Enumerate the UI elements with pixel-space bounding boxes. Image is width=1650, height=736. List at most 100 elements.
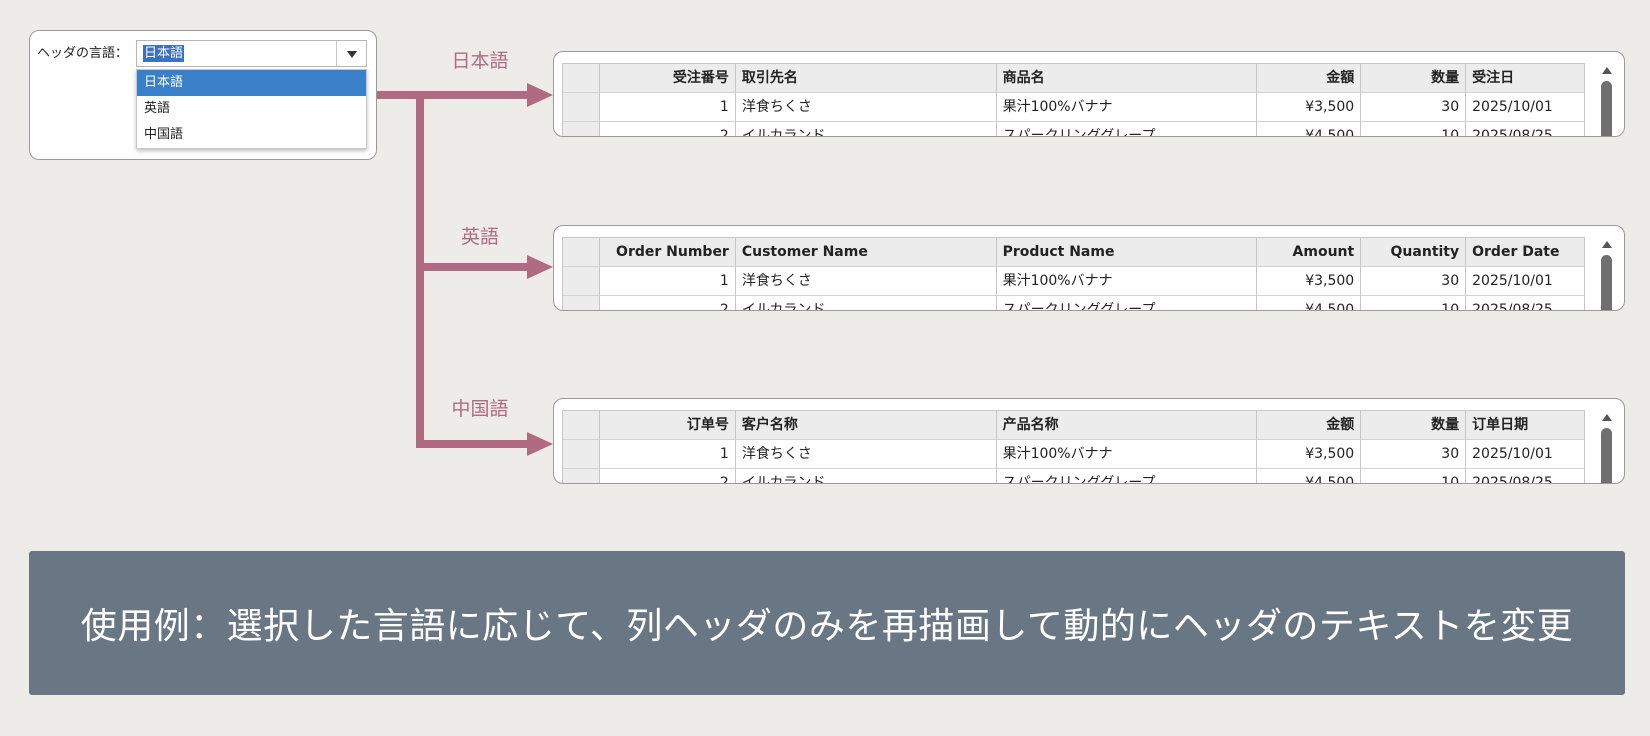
grid-cell[interactable]: ¥3,500: [1257, 93, 1362, 122]
grid-corner-cell[interactable]: [563, 238, 600, 267]
grid-cell[interactable]: スパークリンググレープ: [997, 469, 1258, 483]
column-header[interactable]: Quantity: [1361, 238, 1467, 267]
column-header[interactable]: 订单日期: [1466, 411, 1586, 440]
scrollbar-thumb[interactable]: [1601, 428, 1612, 483]
data-grid: Order Number Customer Name Product Name …: [562, 237, 1586, 310]
grid-cell[interactable]: 10: [1361, 296, 1467, 310]
row-header[interactable]: [563, 122, 600, 136]
grid-cell[interactable]: 1: [599, 93, 736, 122]
column-header[interactable]: 数量: [1361, 411, 1467, 440]
grid-cell[interactable]: ¥3,500: [1257, 440, 1362, 469]
column-header[interactable]: Customer Name: [735, 238, 997, 267]
combobox-selected-text[interactable]: 日本語: [143, 45, 185, 62]
grid-cell[interactable]: ¥3,500: [1257, 267, 1362, 296]
grid-cell[interactable]: 2025/08/25: [1466, 296, 1586, 310]
column-header[interactable]: Order Date: [1466, 238, 1586, 267]
column-header[interactable]: 金額: [1257, 64, 1362, 93]
vertical-scrollbar[interactable]: [1597, 410, 1617, 483]
grid-cell[interactable]: 2025/10/01: [1466, 93, 1586, 122]
grid-cell[interactable]: 2: [600, 296, 736, 310]
grid-cell[interactable]: 10: [1361, 469, 1467, 483]
vertical-scrollbar[interactable]: [1597, 237, 1617, 310]
grid-cell[interactable]: 1: [599, 267, 736, 296]
grid-cell[interactable]: 果汁100%バナナ: [996, 267, 1258, 296]
row-header[interactable]: [563, 93, 600, 122]
header-language-combobox[interactable]: 日本語: [136, 40, 367, 67]
grid-header-row: 受注番号 取引先名 商品名 金額 数量 受注日: [563, 64, 1586, 93]
data-grid: 受注番号 取引先名 商品名 金額 数量 受注日 1 洋食ちくさ 果汁100%バナ…: [562, 63, 1586, 136]
grid-cell[interactable]: 洋食ちくさ: [735, 440, 997, 469]
scroll-up-icon[interactable]: [1602, 241, 1612, 248]
grid-cell[interactable]: イルカランド: [736, 122, 997, 136]
grid-cell[interactable]: 果汁100%バナナ: [996, 440, 1258, 469]
grid-cell[interactable]: 10: [1361, 122, 1467, 136]
column-header[interactable]: 商品名: [996, 64, 1258, 93]
dropdown-option-japanese[interactable]: 日本語: [137, 70, 366, 96]
grid-cell[interactable]: イルカランド: [736, 296, 997, 310]
vertical-scrollbar[interactable]: [1597, 63, 1617, 136]
scrollbar-thumb[interactable]: [1601, 81, 1612, 136]
caption-text: 使用例：選択した言語に応じて、列ヘッダのみを再描画して動的にヘッダのテキストを変…: [80, 606, 1574, 647]
arrow-right-icon: [527, 255, 553, 279]
grid-cell[interactable]: 30: [1361, 440, 1467, 469]
table-row[interactable]: 1 洋食ちくさ 果汁100%バナナ ¥3,500 30 2025/10/01: [563, 93, 1586, 122]
table-row[interactable]: 2 イルカランド スパークリンググレープ ¥4,500 10 2025/08/2…: [563, 469, 1586, 483]
column-header[interactable]: 数量: [1361, 64, 1467, 93]
chevron-down-icon[interactable]: [336, 41, 366, 66]
grid-panel-english: Order Number Customer Name Product Name …: [553, 225, 1625, 311]
scroll-up-icon[interactable]: [1602, 414, 1612, 421]
grid-cell[interactable]: スパークリンググレープ: [997, 122, 1258, 136]
grid-corner-cell[interactable]: [563, 411, 600, 440]
grid-corner-cell[interactable]: [563, 64, 600, 93]
grid-cell[interactable]: 洋食ちくさ: [735, 93, 997, 122]
grid-cell[interactable]: 2025/10/01: [1466, 440, 1586, 469]
column-header[interactable]: 受注日: [1466, 64, 1586, 93]
row-header[interactable]: [563, 267, 600, 296]
dropdown-option-chinese[interactable]: 中国語: [144, 127, 184, 142]
column-header[interactable]: 取引先名: [735, 64, 997, 93]
connector-branch-chinese: [416, 440, 531, 448]
arrow-right-icon: [527, 432, 553, 456]
grid-cell[interactable]: 洋食ちくさ: [735, 267, 997, 296]
column-header[interactable]: 受注番号: [599, 64, 736, 93]
grid-cell[interactable]: ¥4,500: [1257, 469, 1362, 483]
grid-cell[interactable]: 2025/10/01: [1466, 267, 1586, 296]
data-grid: 订单号 客户名称 产品名称 金额 数量 订单日期 1 洋食ちくさ 果汁100%バ…: [562, 410, 1586, 483]
grid-cell[interactable]: スパークリンググレープ: [997, 296, 1258, 310]
column-header[interactable]: Order Number: [599, 238, 736, 267]
column-header[interactable]: 客户名称: [735, 411, 997, 440]
grid-cell[interactable]: 果汁100%バナナ: [996, 93, 1258, 122]
grid-cell[interactable]: 2: [600, 122, 736, 136]
row-header[interactable]: [563, 469, 600, 483]
grid-cell[interactable]: 30: [1361, 93, 1467, 122]
tag-chinese: 中国語: [451, 398, 509, 420]
grid-cell[interactable]: ¥4,500: [1257, 296, 1362, 310]
grid-cell[interactable]: 2025/08/25: [1466, 122, 1586, 136]
header-language-label: ヘッダの言語：: [37, 46, 129, 61]
table-row[interactable]: 1 洋食ちくさ 果汁100%バナナ ¥3,500 30 2025/10/01: [563, 267, 1586, 296]
scrollbar-thumb[interactable]: [1601, 255, 1612, 310]
table-row[interactable]: 2 イルカランド スパークリンググレープ ¥4,500 10 2025/08/2…: [563, 122, 1586, 136]
row-header[interactable]: [563, 440, 600, 469]
column-header[interactable]: Product Name: [996, 238, 1258, 267]
column-header[interactable]: 金额: [1257, 411, 1362, 440]
table-row[interactable]: 1 洋食ちくさ 果汁100%バナナ ¥3,500 30 2025/10/01: [563, 440, 1586, 469]
arrow-right-icon: [527, 83, 553, 107]
row-header[interactable]: [563, 296, 600, 310]
column-header[interactable]: 订单号: [599, 411, 736, 440]
grid-cell[interactable]: 30: [1361, 267, 1467, 296]
dropdown-option-english[interactable]: 英語: [144, 101, 171, 116]
grid-header-row: 订单号 客户名称 产品名称 金额 数量 订单日期: [563, 411, 1586, 440]
grid-cell[interactable]: 2025/08/25: [1466, 469, 1586, 483]
grid-cell[interactable]: イルカランド: [736, 469, 997, 483]
grid-panel-chinese: 订单号 客户名称 产品名称 金额 数量 订单日期 1 洋食ちくさ 果汁100%バ…: [553, 398, 1625, 484]
column-header[interactable]: Amount: [1257, 238, 1362, 267]
grid-cell[interactable]: 1: [599, 440, 736, 469]
grid-panel-japanese: 受注番号 取引先名 商品名 金額 数量 受注日 1 洋食ちくさ 果汁100%バナ…: [553, 51, 1625, 137]
scroll-up-icon[interactable]: [1602, 67, 1612, 74]
language-dropdown-list: 日本語 英語 中国語: [136, 69, 367, 149]
table-row[interactable]: 2 イルカランド スパークリンググレープ ¥4,500 10 2025/08/2…: [563, 296, 1586, 310]
column-header[interactable]: 产品名称: [996, 411, 1258, 440]
grid-cell[interactable]: 2: [600, 469, 736, 483]
grid-cell[interactable]: ¥4,500: [1257, 122, 1362, 136]
